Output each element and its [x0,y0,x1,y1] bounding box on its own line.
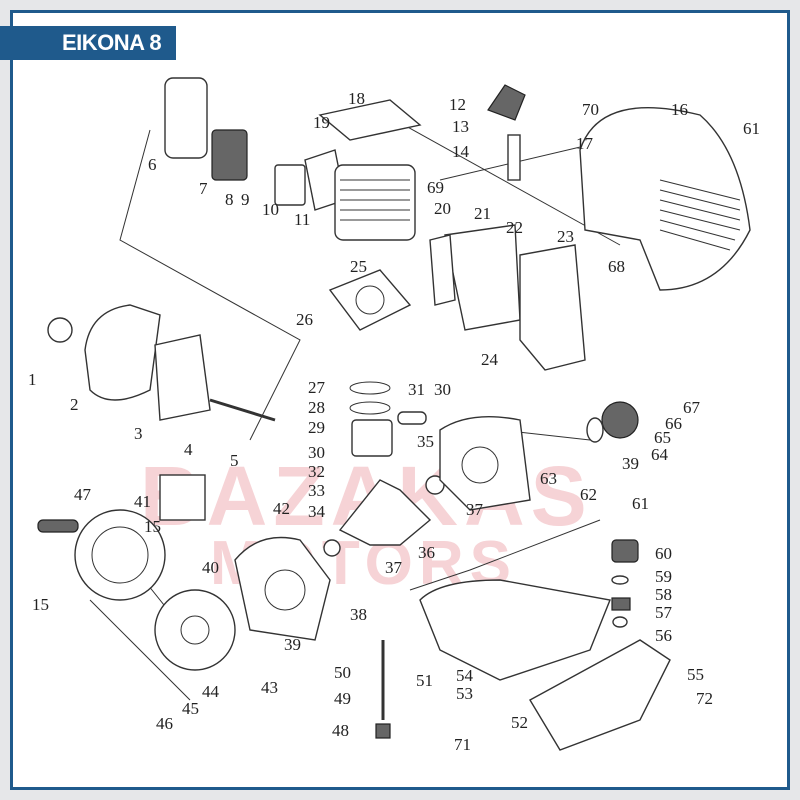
part-number-label: 31 [408,380,425,399]
part-number-label: 17 [576,134,594,153]
part-number-label: 61 [632,494,649,513]
part-number-label: 47 [74,485,92,504]
part-number-label: 10 [262,200,279,219]
crankcase-left [234,536,331,641]
part-number-label: 34 [308,502,326,521]
engine-cover [579,106,751,291]
part-number-label: 22 [506,218,523,237]
recoil-starter [74,509,166,601]
part-number-label: 11 [294,210,310,229]
part-number-label: 45 [182,699,199,718]
fuel-tank [419,579,611,681]
muffler-cover [519,244,586,371]
part-number-label: 55 [687,665,704,684]
part-number-label: 56 [655,626,672,645]
part-number-label: 42 [273,499,290,518]
carburetor [211,129,248,181]
part-number-label: 52 [511,713,528,732]
part-number-label: 62 [580,485,597,504]
part-number-label: 1 [28,370,37,389]
part-number-label: 69 [427,178,444,197]
part-number-label: 37 [466,500,484,519]
part-number-label: 38 [350,605,367,624]
part-number-label: 48 [332,721,349,740]
part-shapes [37,77,751,751]
part-number-label: 58 [655,585,672,604]
piston [351,419,393,457]
part-number-label: 39 [622,454,639,473]
part-number-label: 21 [474,204,491,223]
part-number-label: 25 [350,257,367,276]
part-number-label: 60 [655,544,672,563]
part-number-label: 63 [540,469,557,488]
part-number-label: 16 [671,100,688,119]
figure-title: EIKONA 8 [62,30,162,55]
part-number-label: 28 [308,398,325,417]
part-number-label: 65 [654,428,671,447]
part-number-label: 41 [134,492,151,511]
part-number-label: 23 [557,227,574,246]
part-number-label: 54 [456,666,474,685]
part-number-label: 13 [452,117,469,136]
part-number-label: 66 [665,414,682,433]
part-number-label: 27 [308,378,326,397]
part-number-label: 51 [416,671,433,690]
part-number-label: 19 [313,113,330,132]
figure-title-badge: EIKONA 8 [0,26,176,60]
part-number-label: 36 [418,543,435,562]
part-number-label: 61 [743,119,760,138]
part-number-label: 70 [582,100,599,119]
ignition-coil [159,474,206,521]
part-number-label: 32 [308,462,325,481]
part-number-label: 5 [230,451,239,470]
part-number-label: 12 [449,95,466,114]
part-number-label: 39 [284,635,301,654]
part-number-label: 2 [70,395,79,414]
part-number-label: 72 [696,689,713,708]
part-number-label: 6 [148,155,157,174]
part-number-label: 26 [296,310,313,329]
part-number-label: 71 [454,735,471,754]
part-number-label: 20 [434,199,451,218]
flywheel [154,589,236,671]
part-number-label: 30 [434,380,451,399]
part-number-label: 67 [683,398,701,417]
base-plate [529,639,671,751]
part-number-label: 30 [308,443,325,462]
air-filter [154,334,211,421]
part-number-label: 53 [456,684,473,703]
part-number-label: 40 [202,558,219,577]
air-filter-cover [164,77,208,159]
part-number-label: 46 [156,714,173,733]
part-number-label: 7 [199,179,208,198]
part-number-label: 8 [225,190,234,209]
part-number-label: 4 [184,440,193,459]
cylinder [334,164,416,241]
part-number-label: 15 [144,517,161,536]
part-number-label: 57 [655,603,673,622]
part-number-label: 64 [651,445,669,464]
part-number-label: 44 [202,682,220,701]
part-number-label: 37 [385,558,403,577]
crankcase-right [439,416,531,511]
part-number-label: 68 [608,257,625,276]
crankshaft [338,479,432,546]
fuel-cap [611,539,639,563]
part-number-label: 50 [334,663,351,682]
part-number-label: 3 [134,424,143,443]
part-number-label: 15 [32,595,49,614]
part-number-label: 49 [334,689,351,708]
part-number-label: 35 [417,432,434,451]
part-number-label: 43 [261,678,278,697]
part-number-label: 24 [481,350,499,369]
part-number-label: 14 [452,142,470,161]
part-number-label: 9 [241,190,250,209]
part-number-label: 29 [308,418,325,437]
part-number-label: 18 [348,89,365,108]
part-number-label: 59 [655,567,672,586]
part-number-label: 33 [308,481,325,500]
